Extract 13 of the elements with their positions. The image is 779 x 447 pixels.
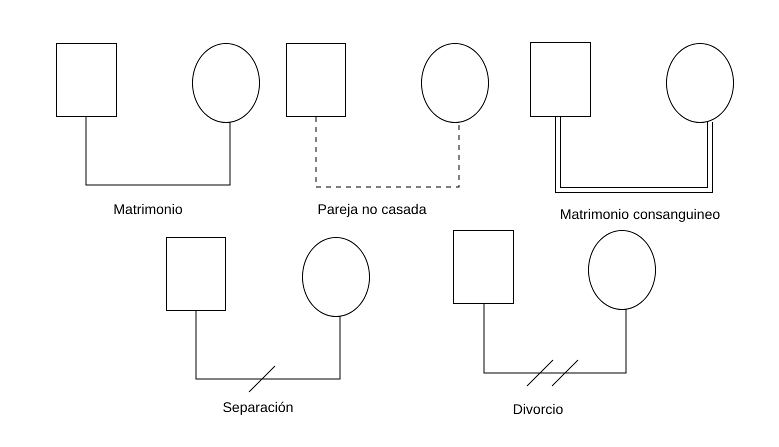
connector-line [196, 310, 340, 380]
square-symbol [166, 237, 226, 311]
connector-line [86, 116, 230, 186]
square-symbol [530, 42, 591, 117]
relationship-label: Divorcio [510, 401, 566, 417]
connector-line [484, 304, 626, 374]
square-symbol [453, 230, 514, 304]
relationship-label: Separación [220, 399, 296, 415]
square-symbol [286, 43, 346, 117]
connector-line [316, 116, 460, 188]
square-symbol [56, 43, 117, 117]
double-line-connector [555, 117, 713, 193]
relationship-label: Pareja no casada [316, 201, 428, 217]
